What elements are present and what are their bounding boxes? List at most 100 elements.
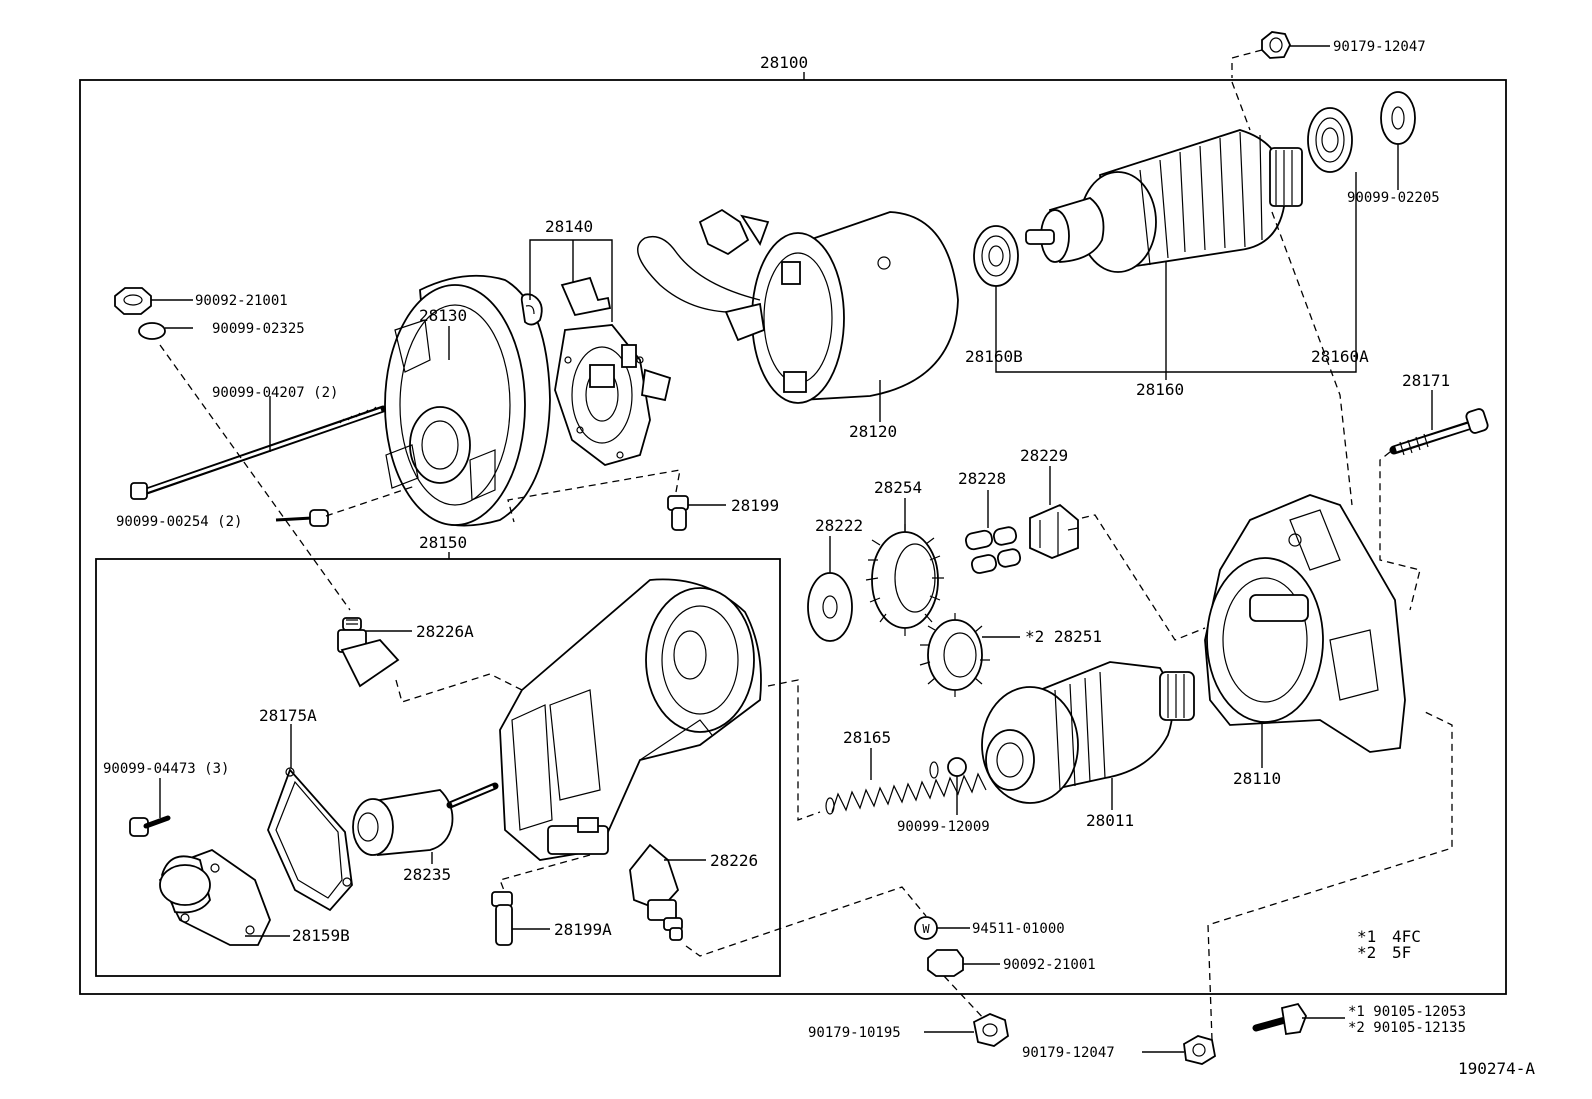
magnetic-switch-housing-28150 bbox=[499, 578, 762, 861]
note-1-mark: *1 bbox=[1357, 927, 1376, 946]
label-90179-12047-top: 90179-12047 bbox=[1333, 39, 1426, 55]
dash-bottom-nut bbox=[943, 975, 986, 1021]
label-94511-01000: 94511-01000 bbox=[972, 921, 1065, 937]
nut-90092-21001-bottom bbox=[927, 949, 964, 977]
bolt-28171 bbox=[1389, 408, 1489, 456]
plunger-28235 bbox=[352, 782, 499, 856]
label-90099-12009: 90099-12009 bbox=[897, 819, 990, 835]
screw-90099-04473 bbox=[129, 815, 171, 837]
dash-washer-to-terminal bbox=[159, 344, 351, 611]
nut-90179-12047-top bbox=[1261, 31, 1291, 59]
dash-28226-28199a bbox=[499, 854, 591, 894]
label-28130: 28130 bbox=[419, 306, 467, 325]
washer-94511-01000: W bbox=[914, 916, 938, 940]
ball-90099-12009 bbox=[947, 757, 967, 777]
washer-28222 bbox=[807, 572, 853, 642]
commutator-end-frame-28130 bbox=[384, 274, 551, 527]
label-28175A: 28175A bbox=[259, 706, 317, 725]
label-28165: 28165 bbox=[843, 728, 891, 747]
label-28171: 28171 bbox=[1402, 371, 1450, 390]
dash-bottom-nut-2 bbox=[1207, 711, 1453, 1041]
retainer-28229 bbox=[1029, 503, 1079, 559]
label-28140: 28140 bbox=[545, 217, 593, 236]
armature-28160 bbox=[1025, 129, 1303, 273]
nut-90179-10195 bbox=[972, 1013, 1009, 1047]
washer-90099-02205 bbox=[1380, 91, 1416, 145]
bearing-28160b bbox=[973, 225, 1019, 287]
dash-nut-top bbox=[1231, 49, 1263, 78]
dash-28199 bbox=[507, 469, 681, 523]
note-1-text: 4FC bbox=[1392, 927, 1421, 946]
label-90179-12047-bottom: 90179-12047 bbox=[1022, 1045, 1115, 1061]
label-28160A: 28160A bbox=[1311, 347, 1369, 366]
dash-bolt-28171 bbox=[1379, 451, 1421, 611]
label-90099-02205: 90099-02205 bbox=[1347, 190, 1440, 206]
dash-28226-washer bbox=[685, 886, 927, 957]
lead-terminal-28199 bbox=[667, 495, 689, 531]
leader-28160-bracket bbox=[995, 172, 1357, 373]
label-28254: 28254 bbox=[874, 478, 922, 497]
label-28229: 28229 bbox=[1020, 446, 1068, 465]
label-28251: *2 28251 bbox=[1025, 627, 1102, 646]
bearing-28160a bbox=[1307, 107, 1353, 173]
starter-clutch-28011 bbox=[981, 661, 1195, 804]
label-28228: 28228 bbox=[958, 469, 1006, 488]
label-28222: 28222 bbox=[815, 516, 863, 535]
lead-terminal-28199a bbox=[491, 891, 513, 946]
gear-28251 bbox=[919, 613, 990, 697]
dash-screw bbox=[325, 485, 416, 517]
diagram-id: 190274-A bbox=[1458, 1059, 1535, 1078]
dash-housing-spring bbox=[767, 679, 821, 821]
leader-28140 bbox=[529, 239, 613, 322]
brush-holder-28140 bbox=[520, 276, 672, 466]
through-bolt-90099-04207 bbox=[130, 405, 387, 500]
idler-gear-28254 bbox=[865, 524, 944, 636]
dash-armature-housing bbox=[1271, 211, 1353, 506]
label-28199: 28199 bbox=[731, 496, 779, 515]
bolt-90105-12053-12135 bbox=[1252, 1002, 1308, 1036]
label-90099-02325: 90099-02325 bbox=[212, 321, 305, 337]
label-90105-12135: *2 90105-12135 bbox=[1348, 1020, 1466, 1036]
assembly-28100-frame bbox=[79, 79, 1507, 995]
terminal-28226a bbox=[337, 617, 400, 688]
yoke-field-frame-28120 bbox=[637, 208, 959, 404]
label-90099-00254: 90099-00254 (2) bbox=[116, 514, 242, 530]
nut-90179-12047-bottom bbox=[1183, 1035, 1216, 1065]
washer-w-mark: W bbox=[922, 922, 930, 936]
washer-90099-02325 bbox=[138, 322, 166, 340]
label-28235: 28235 bbox=[403, 865, 451, 884]
screw-90099-00254 bbox=[275, 509, 329, 527]
label-28226: 28226 bbox=[710, 851, 758, 870]
dash-28226a bbox=[395, 673, 523, 703]
label-90105-12053: *1 90105-12053 bbox=[1348, 1004, 1466, 1020]
label-90092-21001-top: 90092-21001 bbox=[195, 293, 288, 309]
rollers-28228 bbox=[965, 526, 1022, 574]
label-90092-21001-bottom: 90092-21001 bbox=[1003, 957, 1096, 973]
dash-nut-top-2 bbox=[1231, 81, 1251, 131]
label-28110: 28110 bbox=[1233, 769, 1281, 788]
label-28160: 28160 bbox=[1136, 380, 1184, 399]
label-28199A: 28199A bbox=[554, 920, 612, 939]
label-28226A: 28226A bbox=[416, 622, 474, 641]
spring-28165 bbox=[825, 761, 987, 815]
label-28159B: 28159B bbox=[292, 926, 350, 945]
nut-90092-21001-top bbox=[114, 287, 152, 315]
label-28150: 28150 bbox=[419, 533, 467, 552]
label-28120: 28120 bbox=[849, 422, 897, 441]
label-90099-04207: 90099-04207 (2) bbox=[212, 385, 338, 401]
terminal-28226 bbox=[629, 843, 683, 941]
drive-housing-28110 bbox=[1204, 494, 1406, 753]
label-28011: 28011 bbox=[1086, 811, 1134, 830]
assembly-28150-frame bbox=[95, 558, 781, 977]
cover-28159b bbox=[158, 848, 271, 946]
label-90099-04473: 90099-04473 (3) bbox=[103, 761, 229, 777]
note-2-mark: *2 bbox=[1357, 943, 1376, 962]
label-28100: 28100 bbox=[760, 53, 808, 72]
label-28160B: 28160B bbox=[965, 347, 1023, 366]
note-2-text: 5F bbox=[1392, 943, 1411, 962]
label-90179-10195: 90179-10195 bbox=[808, 1025, 901, 1041]
dash-28229 bbox=[1081, 514, 1206, 641]
gasket-28175a bbox=[267, 767, 353, 912]
